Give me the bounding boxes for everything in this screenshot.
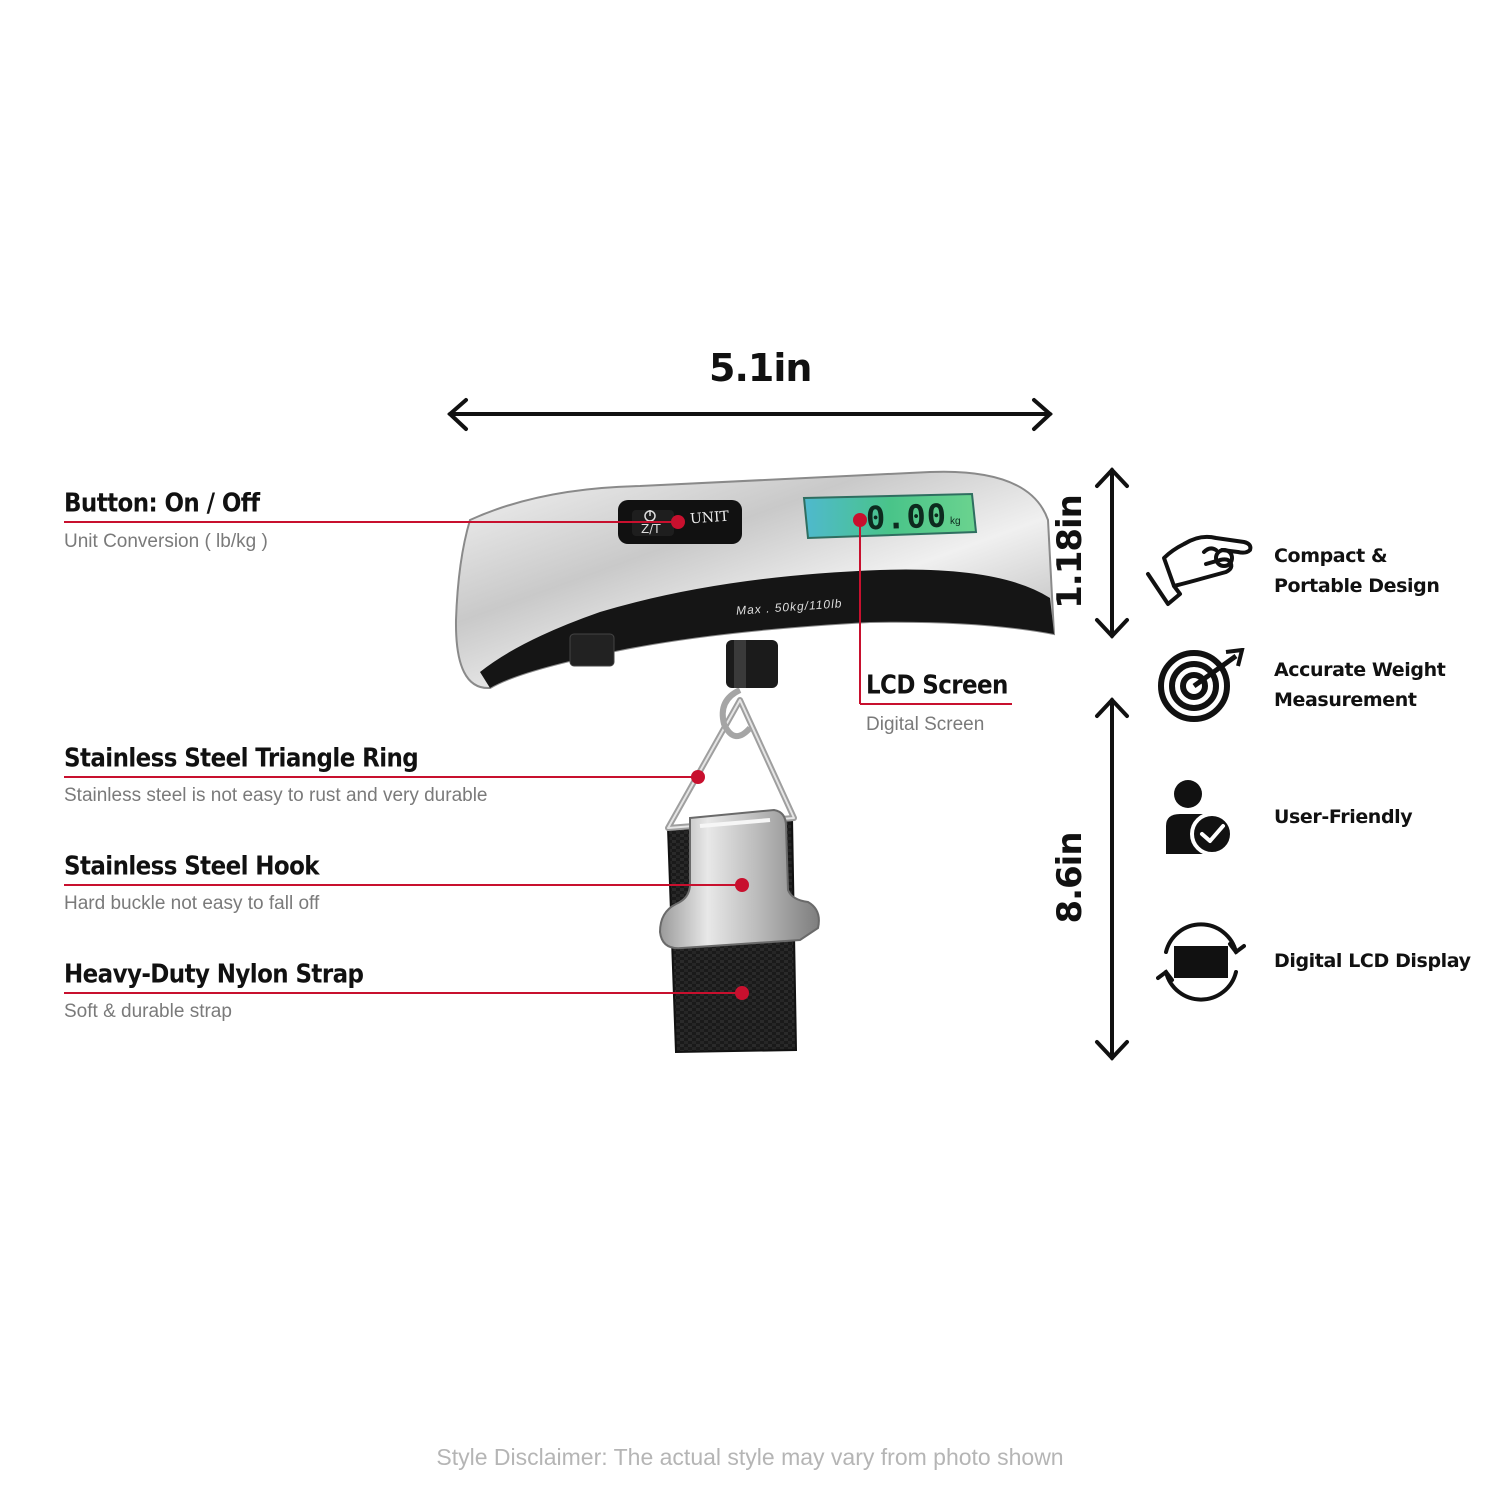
feature-user-friendly-title: User-Friendly	[1274, 806, 1413, 828]
ring-callout-title: Stainless Steel Triangle Ring	[64, 743, 419, 773]
hook-callout-title: Stainless Steel Hook	[64, 851, 320, 881]
width-arrow	[447, 398, 1053, 431]
callout-leaders	[64, 513, 1012, 1000]
lcd-callout-subtitle: Digital Screen	[866, 714, 985, 735]
strap-callout-title: Heavy-Duty Nylon Strap	[64, 959, 364, 989]
target-icon	[1158, 648, 1245, 722]
triangle-ring	[665, 687, 797, 831]
button-callout-title: Button: On / Off	[64, 488, 260, 518]
hook-callout-subtitle: Hard buckle not easy to fall off	[64, 893, 320, 914]
feature-lcd-title: Digital LCD Display	[1274, 950, 1471, 972]
height-arrow-body	[1095, 467, 1129, 639]
ring-callout-subtitle: Stainless steel is not easy to rust and …	[64, 785, 488, 806]
body-height-dimension-label: 1.18in	[1050, 495, 1090, 609]
lcd-reading: 0.00	[865, 496, 948, 538]
height-arrow-total	[1095, 697, 1129, 1061]
lcd-unit: kg	[950, 516, 961, 527]
total-height-dimension-label: 8.6in	[1050, 832, 1090, 924]
scale-neck	[726, 640, 778, 688]
display-rotate-icon	[1156, 922, 1246, 1002]
button-symbol: Z/T	[641, 522, 661, 536]
button-callout-subtitle: Unit Conversion ( lb/kg )	[64, 531, 268, 552]
strap-callout-subtitle: Soft & durable strap	[64, 1001, 232, 1022]
width-dimension-label: 5.1in	[709, 346, 812, 390]
hand-holding-icon	[1146, 534, 1253, 606]
style-disclaimer: Style Disclaimer: The actual style may v…	[436, 1444, 1064, 1470]
unit-label: UNIT	[689, 508, 730, 528]
lcd-screen-graphic	[802, 492, 978, 540]
user-check-icon	[1166, 780, 1234, 856]
feature-compact-title: Compact &Portable Design	[1274, 545, 1440, 597]
lcd-callout-title: LCD Screen	[866, 670, 1008, 700]
